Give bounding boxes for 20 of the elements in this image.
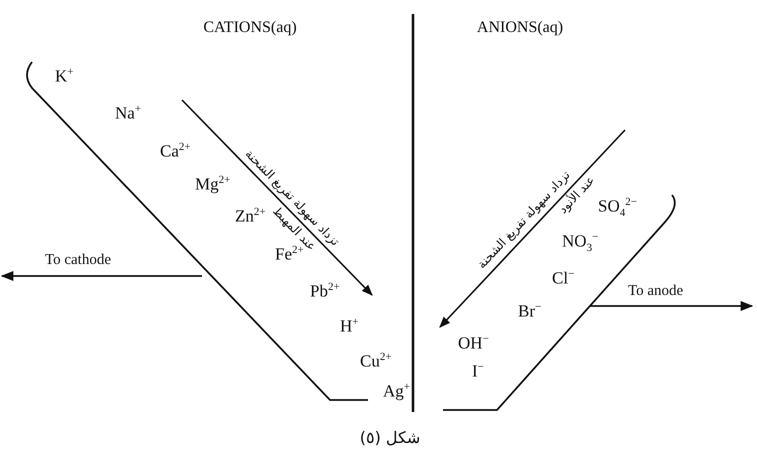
figure-caption: شكل (٥) bbox=[360, 429, 420, 447]
ion-symbol: Br$^{−}$ bbox=[518, 302, 542, 320]
ion-symbol: Cu$^{2+}$ bbox=[360, 352, 392, 370]
arrow bbox=[0, 270, 202, 282]
edge-label: To anode bbox=[628, 283, 684, 300]
edge-label: To cathode bbox=[45, 252, 112, 268]
ion-symbol: H$^{+}$ bbox=[340, 317, 358, 335]
ion-symbol: Zn$^{2+}$ bbox=[235, 207, 266, 225]
column-heading: CATIONS(aq) bbox=[203, 19, 297, 37]
ion-symbol: OH$^{−}$ bbox=[458, 334, 489, 352]
ion-symbol: I$^{−}$ bbox=[472, 362, 484, 380]
ion-symbol: Pb$^{2+}$ bbox=[310, 282, 340, 300]
column-heading: ANIONS(aq) bbox=[476, 19, 564, 37]
ion-symbol: Ag$^{+}$ bbox=[383, 382, 410, 400]
ion-symbol: Na$^{+}$ bbox=[115, 104, 142, 122]
ion-symbol: K$^{+}$ bbox=[55, 67, 74, 85]
arrow bbox=[590, 300, 754, 312]
ion-symbol: Ca$^{2+}$ bbox=[160, 142, 191, 160]
ion-symbol: Mg$^{2+}$ bbox=[195, 175, 230, 193]
ion-symbol: Cl$^{−}$ bbox=[552, 269, 574, 287]
